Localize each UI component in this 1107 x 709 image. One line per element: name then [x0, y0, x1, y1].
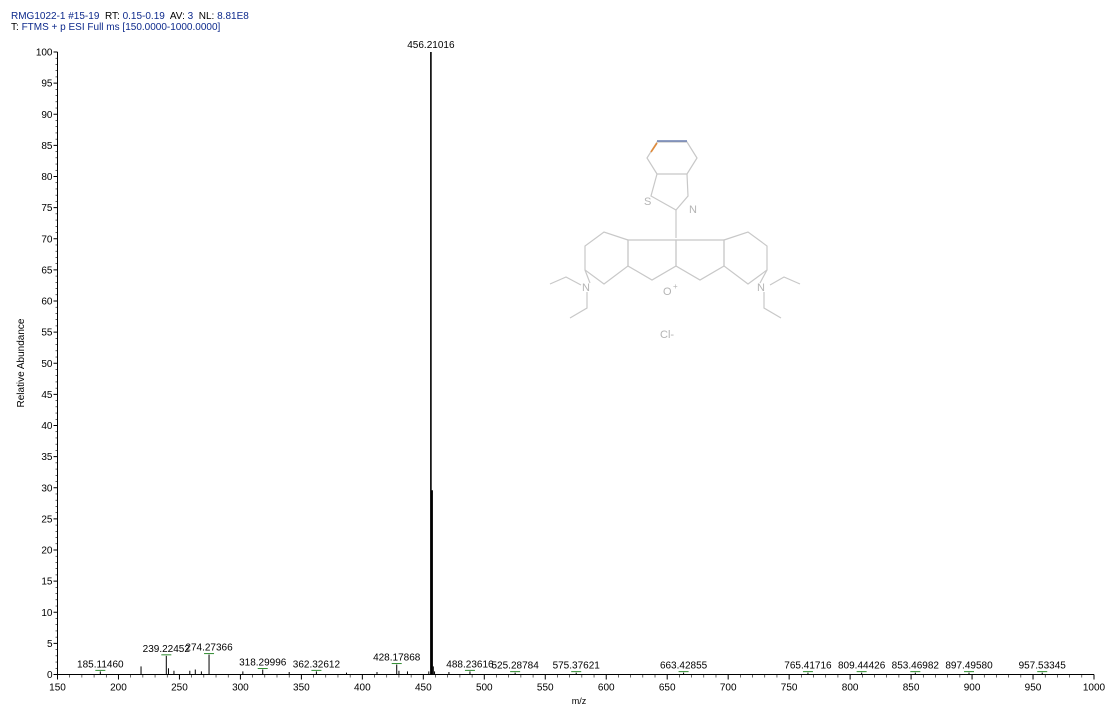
y-tick-label: 5 [47, 639, 53, 650]
molecule-atom-labels: S N N N O + Cl- [582, 196, 765, 341]
atom-s: S [644, 196, 651, 208]
av-label: AV: [169, 11, 185, 22]
peak-series [99, 52, 1043, 675]
y-tick-label: 35 [41, 452, 53, 463]
x-tick-label: 450 [415, 683, 432, 694]
molecule-structure [549, 140, 801, 319]
y-tick-label: 40 [41, 421, 53, 432]
x-tick-label: 800 [842, 683, 859, 694]
x-tick-label: 850 [903, 683, 920, 694]
xanthene-right-ring [675, 239, 725, 281]
x-tick-label: 700 [720, 683, 737, 694]
y-tick-label: 10 [41, 608, 53, 619]
scan-range: #15-19 [68, 11, 100, 22]
peak-label-1: 239.22452 [143, 644, 191, 655]
x-tick-label: 200 [110, 683, 127, 694]
nl-value: 8.81E8 [217, 11, 249, 22]
peak-label-14: 897.49580 [945, 661, 993, 672]
atom-n-right: N [757, 282, 765, 294]
x-tick-label: 1000 [1083, 683, 1106, 694]
atom-o: O [663, 286, 672, 298]
y-tick-label: 60 [41, 297, 53, 308]
x-axis-label: m/z [572, 696, 587, 706]
axes [57, 52, 1094, 675]
xanthene-outer-left-ring [584, 231, 629, 285]
atom-n-thiazole: N [689, 204, 697, 216]
y-ticks: 0 5 10 15 20 25 30 35 40 45 50 55 60 65 70 75 80 85 90 95 10… [36, 48, 58, 681]
peak-label-11: 765.41716 [784, 661, 832, 672]
x-tick-label: 150 [49, 683, 66, 694]
scan-header-line-1: RMG1022-1 #15-19 RT: 0.15-0.19 AV: 3 NL:… [11, 11, 249, 22]
peak-label-9: 575.37621 [553, 661, 601, 672]
xanthene-outer-right-ring [723, 231, 768, 285]
peak-label-7: 488.23616 [446, 659, 494, 670]
scan-header: RMG1022-1 #15-19 RT: 0.15-0.19 AV: 3 NL:… [11, 11, 249, 33]
benzo-left-bond [650, 142, 658, 153]
y-tick-label: 85 [41, 141, 53, 152]
left-amine-bond [584, 269, 591, 284]
y-tick-label: 15 [41, 577, 53, 588]
y-tick-label: 90 [41, 110, 53, 121]
y-tick-label: 100 [36, 48, 53, 59]
y-tick-label: 55 [41, 328, 53, 339]
y-tick-label: 50 [41, 359, 53, 370]
nl-label: NL: [198, 11, 215, 22]
peak-label-5: 428.17868 [373, 653, 421, 664]
peak-label-4: 362.32612 [293, 659, 341, 670]
left-ethyl-2 [569, 292, 588, 319]
x-tick-label: 350 [293, 683, 310, 694]
x-tick-label: 600 [598, 683, 615, 694]
right-ethyl-2 [763, 292, 782, 319]
rt-label: RT: [104, 11, 120, 22]
atom-n-left: N [582, 282, 590, 294]
sample-name: RMG1022-1 [11, 11, 66, 22]
scan-filter: FTMS + p ESI Full ms [150.0000-1000.0000… [21, 22, 221, 33]
y-tick-label: 95 [41, 79, 53, 90]
peak-label-12: 809.44426 [838, 661, 886, 672]
peak-label-13: 853.46982 [892, 661, 940, 672]
x-tick-label: 300 [232, 683, 249, 694]
x-tick-label: 950 [1025, 683, 1042, 694]
rt-value: 0.15-0.19 [122, 11, 165, 22]
thiazole-ring [650, 173, 689, 211]
x-tick-label: 650 [659, 683, 676, 694]
right-ethyl-1 [769, 276, 801, 286]
atom-charge: + [673, 282, 678, 291]
y-tick-label: 30 [41, 483, 53, 494]
peak-label-10: 663.42855 [660, 661, 708, 672]
y-tick-label: 75 [41, 203, 53, 214]
y-axis-label: Relative Abundance [16, 318, 27, 407]
y-tick-label: 80 [41, 172, 53, 183]
y-tick-label: 65 [41, 265, 53, 276]
x-ticks: 150 200 250 300 350 400 450 500 550 600 650 700 750 8… [49, 674, 1106, 694]
peak-label-0: 185.11460 [77, 659, 124, 670]
x-tick-label: 550 [537, 683, 554, 694]
peak-label-15: 957.53345 [1019, 661, 1067, 672]
x-tick-label: 250 [171, 683, 188, 694]
right-amine-bond [759, 269, 768, 284]
scan-header-line-2: T: FTMS + p ESI Full ms [150.0000-1000.0… [11, 22, 249, 33]
y-tick-label: 0 [47, 670, 53, 681]
x-tick-label: 900 [964, 683, 981, 694]
y-tick-label: 45 [41, 390, 53, 401]
counterion: Cl- [660, 329, 674, 341]
filter-label: T: [11, 22, 19, 33]
x-tick-label: 750 [781, 683, 798, 694]
x-tick-label: 400 [354, 683, 371, 694]
y-tick-label: 70 [41, 234, 53, 245]
peak-label-6: 456.21016 [407, 40, 455, 51]
left-ethyl-1 [549, 276, 582, 286]
xanthene-left-ring [627, 239, 677, 281]
y-tick-label: 20 [41, 546, 53, 557]
x-tick-label: 500 [476, 683, 493, 694]
peak-label-3: 318.29996 [239, 658, 287, 669]
av-value: 3 [187, 11, 194, 22]
peak-label-2: 274.27366 [185, 643, 233, 654]
y-tick-label: 25 [41, 514, 53, 525]
peak-label-8: 525.28784 [491, 661, 539, 672]
